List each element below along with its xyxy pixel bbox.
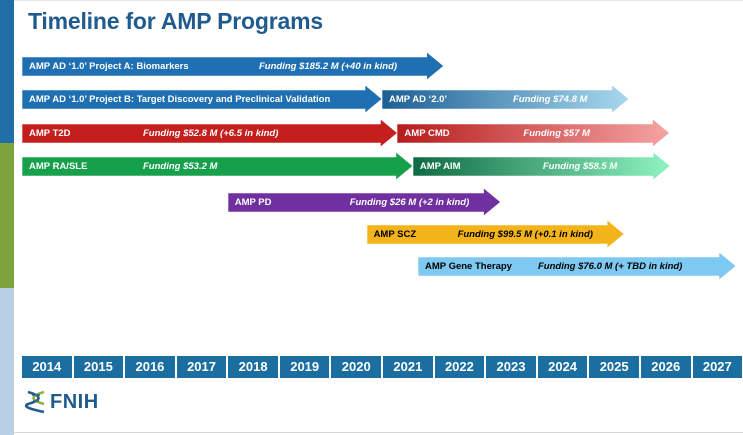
arrow-shape-cmd [397, 118, 671, 148]
year-label-2023: 2023 [484, 356, 536, 378]
program-funding-scz: Funding $99.5 M (+0.1 in kind) [457, 229, 593, 240]
program-name-cmd: AMP CMD [404, 128, 450, 139]
program-name-aim: AMP AIM [419, 161, 461, 172]
year-label-2021: 2021 [381, 356, 433, 378]
program-name-gene: AMP Gene Therapy [425, 261, 512, 272]
program-funding-cmd: Funding $57 M [523, 128, 590, 139]
year-label-2024: 2024 [535, 356, 588, 378]
program-arrow-scz: AMP SCZ Funding $99.5 M (+0.1 in kind) [366, 219, 625, 249]
arrow-shape-ad-2 [381, 84, 630, 114]
program-arrow-aim: AMP AIM Funding $58.5 M [412, 151, 671, 181]
year-label-2026: 2026 [638, 356, 691, 378]
program-arrow-ad-2: AMP AD ‘2.0’ Funding $74.8 M [381, 84, 630, 114]
program-name-pd: AMP PD [234, 197, 272, 208]
program-arrow-cmd: AMP CMD Funding $57 M [397, 118, 671, 148]
program-name-ra-sle: AMP RA/SLE [29, 161, 88, 172]
year-label-2020: 2020 [329, 356, 381, 378]
program-arrow-ad-a: AMP AD ‘1.0’ Project A: Biomarkers Fundin… [21, 51, 445, 81]
year-label-2018: 2018 [226, 356, 278, 378]
year-label-2014: 2014 [32, 359, 62, 374]
year-label-2015: 2015 [71, 356, 124, 378]
arrow-shape-ad-a [21, 51, 445, 81]
fnih-logo-text: FNIH [50, 391, 99, 413]
arrow-shape-aim [412, 151, 671, 181]
top-divider [14, 0, 743, 1]
program-funding-gene: Funding $76.0 M (+ TBD in kind) [538, 261, 683, 272]
program-funding-aim: Funding $58.5 M [542, 161, 618, 172]
arrow-shape-ra-sle [21, 151, 414, 181]
left-accent-green [0, 143, 14, 288]
bottom-divider [14, 432, 743, 433]
program-arrow-ad-b: AMP AD ‘1.0’ Project B: Target Discovery… [21, 84, 383, 114]
year-label-2017: 2017 [174, 356, 227, 378]
program-funding-pd: Funding $26 M (+2 in kind) [349, 197, 470, 208]
page-title: Timeline for AMP Programs [28, 8, 323, 34]
arrow-shape-scz [366, 219, 625, 249]
year-label-2025: 2025 [587, 356, 639, 378]
left-accent-light [0, 288, 14, 435]
program-name-ad-a: AMP AD ‘1.0’ Project A: Biomarkers [29, 61, 189, 72]
fnih-helix-icon [25, 390, 45, 414]
year-label-2027: 2027 [690, 356, 743, 378]
arrow-shape-t2d [21, 118, 398, 148]
program-arrow-t2d: AMP T2D Funding $52.8 M (+6.5 in kind) [21, 118, 398, 148]
program-name-ad-2: AMP AD ‘2.0’ [389, 94, 448, 105]
year-label-2019: 2019 [277, 356, 330, 378]
program-name-t2d: AMP T2D [29, 128, 71, 139]
program-funding-ad-a: Funding $185.2 M (+40 in kind) [259, 61, 398, 72]
program-arrow-ra-sle: AMP RA/SLE Funding $53.2 M [21, 151, 414, 181]
left-accent-blue [0, 0, 14, 143]
program-arrow-gene: AMP Gene Therapy Funding $76.0 M (+ TBD i… [417, 251, 737, 281]
program-funding-ad-2: Funding $74.8 M [513, 94, 588, 105]
arrow-shape-ad-b [21, 84, 383, 114]
program-name-ad-b: AMP AD ‘1.0’ Project B: Target Discovery… [29, 94, 331, 105]
program-arrow-pd: AMP PD Funding $26 M (+2 in kind) [227, 187, 501, 217]
program-funding-t2d: Funding $52.8 M (+6.5 in kind) [143, 128, 279, 139]
year-label-2022: 2022 [432, 356, 485, 378]
program-name-scz: AMP SCZ [373, 229, 417, 240]
arrow-shape-gene [417, 251, 737, 281]
program-funding-ra-sle: Funding $53.2 M [143, 161, 218, 172]
year-label-2016: 2016 [123, 356, 175, 378]
arrow-shape-pd [227, 187, 501, 217]
